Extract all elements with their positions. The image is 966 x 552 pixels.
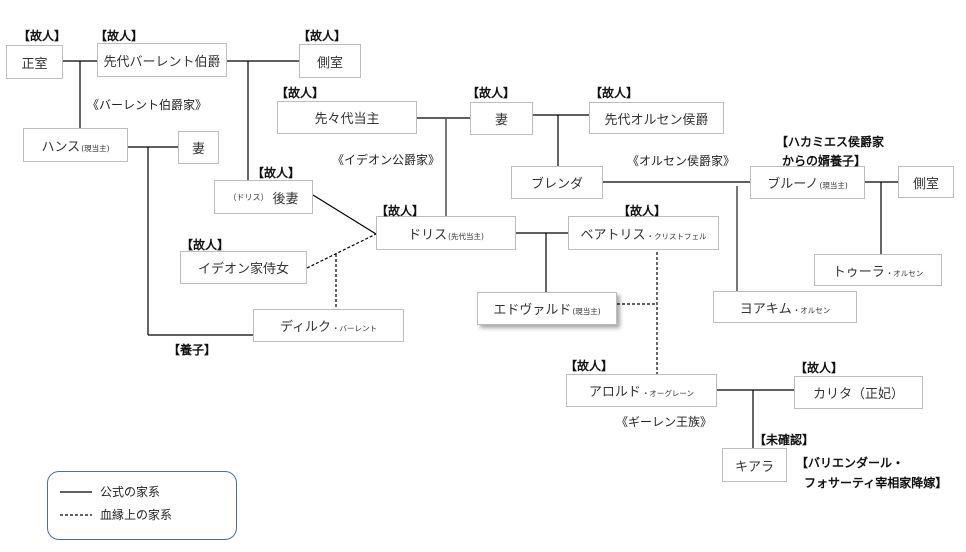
status-tag: 【故人】 bbox=[618, 204, 667, 218]
person-name: 先代オルセン侯爵 bbox=[604, 112, 709, 128]
person-brenda: ブレンダ bbox=[511, 166, 603, 199]
person-doris: ドリス(先代当主) bbox=[376, 216, 516, 250]
legend-official: 公式の家系 bbox=[100, 485, 161, 499]
person-name: ディルク bbox=[279, 320, 332, 335]
person-name: 正室 bbox=[21, 56, 48, 72]
blood-line bbox=[306, 233, 377, 269]
status-tag: 【故人】 bbox=[18, 29, 67, 43]
person-name: ドリス bbox=[408, 227, 448, 243]
person-suffix: ・バーレント bbox=[332, 324, 378, 333]
person-name: カリタ（正妃） bbox=[812, 387, 904, 402]
person-name: 妻 bbox=[494, 113, 508, 128]
status-tag: 【養子】 bbox=[168, 343, 217, 357]
person-sokushitsu-2: 側室 bbox=[898, 166, 954, 198]
house-label: 《ギーレン王族》 bbox=[616, 415, 713, 429]
status-tag: 【バリエンダール・ bbox=[796, 456, 905, 470]
person-seishitsu: 正室 bbox=[6, 45, 63, 79]
person-name: 先代バーレント伯爵 bbox=[103, 54, 221, 70]
status-tag: 【故人】 bbox=[565, 359, 614, 373]
person-name: 後妻 bbox=[272, 191, 299, 207]
person-name: 側室 bbox=[316, 55, 343, 71]
person-name: エドヴァルド bbox=[493, 303, 572, 318]
person-suffix: ・オルセン bbox=[885, 268, 924, 278]
person-gosai: （ドリス）後妻 bbox=[214, 180, 313, 214]
person-sensendai: 先々代当主 bbox=[277, 101, 417, 134]
person-name: アロルド bbox=[588, 385, 641, 400]
person-suffix: ・オルセン bbox=[792, 305, 831, 315]
person-name: ブレンダ bbox=[530, 177, 583, 192]
legend: 公式の家系 血縁上の家系 bbox=[47, 471, 237, 540]
person-name: ハンス bbox=[41, 139, 81, 155]
person-name: キアラ bbox=[734, 459, 774, 475]
person-suffix: (現当主) bbox=[81, 143, 110, 153]
person-maid: イデオン家侍女 bbox=[180, 251, 307, 284]
person-joakim: ヨアキム・オルセン bbox=[713, 291, 857, 323]
person-edvard: エドヴァルド(現当主) bbox=[477, 292, 617, 325]
person-bruno: ブルーノ(現当主) bbox=[750, 166, 865, 199]
status-tag: フォサーティ宰相家降嫁】 bbox=[804, 476, 948, 490]
person-hans: ハンス(現当主) bbox=[23, 128, 128, 162]
person-kiara: キアラ bbox=[722, 448, 787, 482]
person-prefix: （ドリス） bbox=[228, 192, 269, 202]
person-beatrice: ベアトリス・クリストフェル bbox=[568, 216, 719, 250]
status-tag: 【未確認】 bbox=[754, 433, 815, 447]
legend-blood: 血縁上の家系 bbox=[100, 508, 173, 522]
house-label: 《オルセン侯爵家》 bbox=[627, 154, 736, 168]
person-name: 先々代当主 bbox=[314, 112, 380, 127]
status-tag: 【故人】 bbox=[181, 238, 230, 252]
status-tag: 【故人】 bbox=[590, 86, 639, 100]
person-suffix: ・クリストフェル bbox=[646, 231, 707, 241]
person-dirk: ディルク・バーレント bbox=[253, 309, 404, 342]
person-name: 側室 bbox=[912, 176, 939, 192]
person-name: ヨアキム bbox=[739, 301, 792, 317]
status-tag: 【故人】 bbox=[276, 86, 325, 100]
person-name: 妻 bbox=[191, 142, 205, 157]
person-hans-wife: 妻 bbox=[178, 131, 219, 164]
person-name: ベアトリス bbox=[580, 227, 646, 243]
person-suffix: (現当主) bbox=[572, 307, 601, 316]
person-name: ブルーノ bbox=[767, 177, 819, 192]
status-tag: 【故人】 bbox=[795, 361, 844, 375]
person-wife-center: 妻 bbox=[470, 102, 533, 135]
person-olsen-prev: 先代オルセン侯爵 bbox=[589, 102, 724, 134]
house-label: 《バーレント伯爵家》 bbox=[87, 98, 208, 112]
person-sokushitsu-1: 側室 bbox=[299, 44, 361, 78]
person-suffix: ・オーグレーン bbox=[641, 389, 695, 398]
status-tag: 【故人】 bbox=[95, 29, 144, 43]
person-name: トゥーラ bbox=[832, 264, 885, 280]
person-karita: カリタ（正妃） bbox=[794, 376, 923, 409]
house-label: 《イデオン公爵家》 bbox=[332, 153, 441, 167]
official-line bbox=[312, 194, 377, 235]
person-barent-prev: 先代バーレント伯爵 bbox=[97, 43, 227, 77]
person-name: イデオン家侍女 bbox=[197, 262, 289, 277]
status-tag: 【故人】 bbox=[376, 204, 425, 218]
status-tag: 【故人】 bbox=[467, 86, 516, 100]
person-tula: トゥーラ・オルセン bbox=[814, 254, 942, 286]
status-tag: 【ハカミエス侯爵家 bbox=[776, 135, 885, 149]
person-suffix: (先代当主) bbox=[448, 231, 484, 241]
status-tag: 【故人】 bbox=[252, 166, 301, 180]
status-tag: 【故人】 bbox=[298, 29, 347, 43]
legend-lines bbox=[60, 491, 92, 516]
person-suffix: (現当主) bbox=[819, 181, 848, 190]
person-arold: アロルド・オーグレーン bbox=[566, 374, 717, 407]
status-tag: からの婿養子】 bbox=[782, 154, 867, 168]
